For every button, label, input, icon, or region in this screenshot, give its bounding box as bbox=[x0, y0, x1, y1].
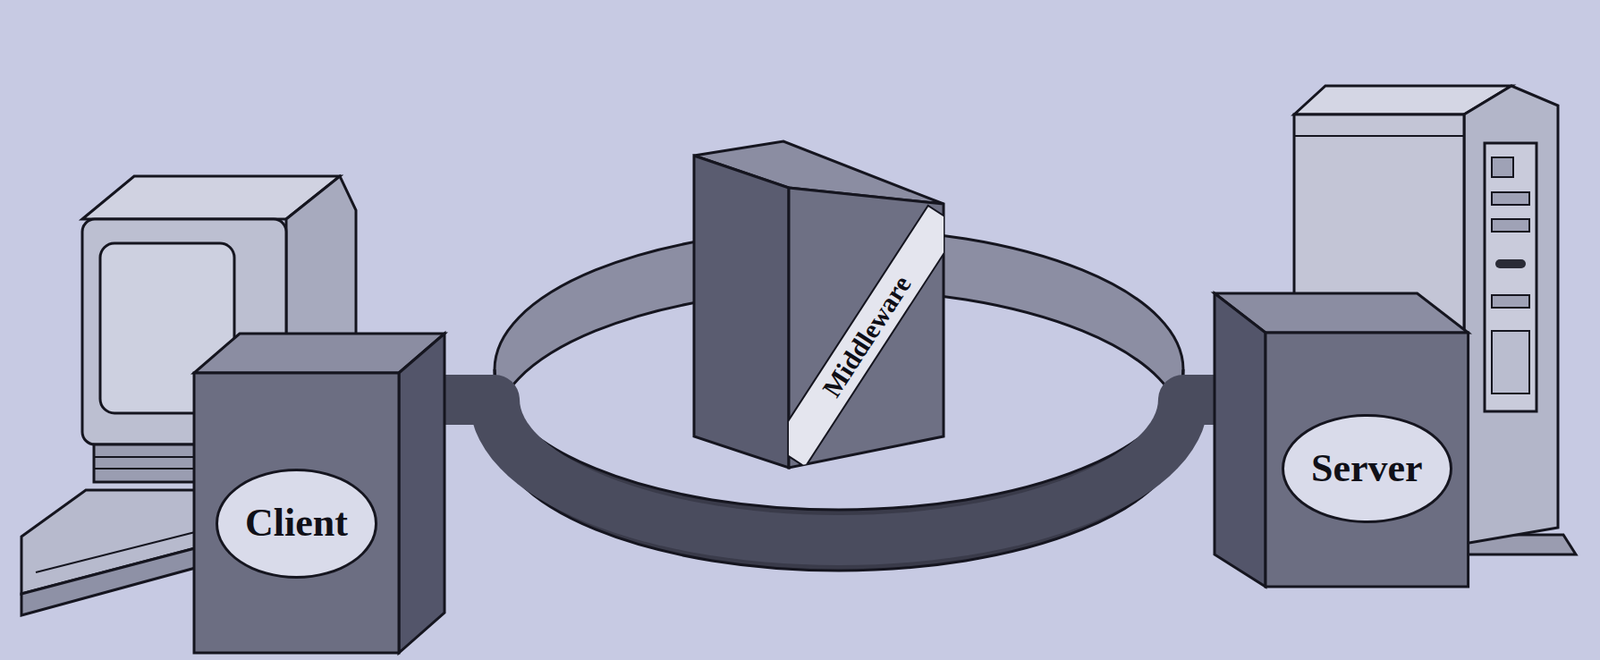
box-side-face bbox=[1214, 293, 1266, 587]
drive-bay bbox=[1491, 192, 1530, 205]
client-box: Client bbox=[194, 326, 445, 653]
box-front-face bbox=[1265, 332, 1469, 587]
middleware-box: Middleware bbox=[694, 141, 945, 473]
tower-side bbox=[1464, 85, 1558, 544]
tower-panel bbox=[1484, 143, 1537, 412]
monitor-stand bbox=[93, 444, 206, 483]
label-stripe bbox=[771, 205, 961, 467]
keyboard-front bbox=[21, 547, 199, 616]
stand-line bbox=[93, 456, 206, 458]
tower-button bbox=[1491, 157, 1514, 178]
server-box: Server bbox=[1214, 286, 1469, 587]
box-side-face bbox=[398, 333, 445, 653]
stand-line bbox=[93, 467, 206, 470]
tower-line bbox=[1294, 135, 1465, 137]
tower-grille bbox=[1491, 330, 1530, 394]
label-oval: Client bbox=[215, 468, 378, 578]
box-front-face bbox=[194, 372, 399, 653]
drive-slot bbox=[1495, 259, 1526, 269]
middleware-box-outline bbox=[694, 141, 945, 473]
keyboard-line bbox=[35, 531, 199, 573]
box-left-face bbox=[694, 155, 789, 468]
drive-bay bbox=[1491, 219, 1530, 232]
label-oval: Server bbox=[1281, 414, 1453, 524]
drive-bay bbox=[1491, 295, 1530, 308]
